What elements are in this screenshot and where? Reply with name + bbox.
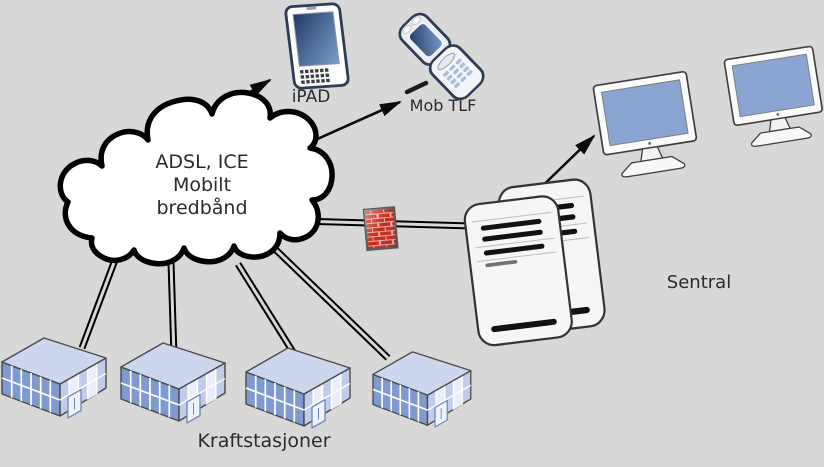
building-icon-4 (372, 351, 472, 428)
connection-cloud-station4-double-line (273, 247, 391, 361)
building-icon-2 (120, 342, 226, 424)
firewall-icon (362, 206, 399, 252)
server-tower-front (461, 193, 575, 349)
connection-cloud-station2-double-line (167, 261, 178, 357)
monitor-left-icon (592, 70, 702, 181)
central-label: Sentral (666, 272, 732, 293)
cloud-icon (57, 89, 335, 267)
phone-antenna (404, 80, 429, 95)
ipad-label: iPAD (291, 87, 331, 107)
tablet-icon (284, 2, 350, 90)
power-stations-label: Kraftstasjoner (197, 430, 331, 452)
phone-keypad (442, 58, 473, 89)
tablet-keypad (299, 68, 330, 84)
building-icon-3 (245, 347, 351, 429)
connection-cloud-station1-double-line (78, 258, 119, 350)
mobile-phone-label: Mob TLF (409, 96, 477, 115)
connection-cloud-station3-double-line (235, 262, 296, 354)
building-icon-1 (1, 337, 107, 419)
flip-phone-icon (398, 12, 485, 101)
cloud-label: ADSL, ICE Mobilt bredbånd (155, 151, 249, 220)
monitor-right-icon (723, 45, 824, 150)
server-towers-icon (461, 176, 608, 349)
